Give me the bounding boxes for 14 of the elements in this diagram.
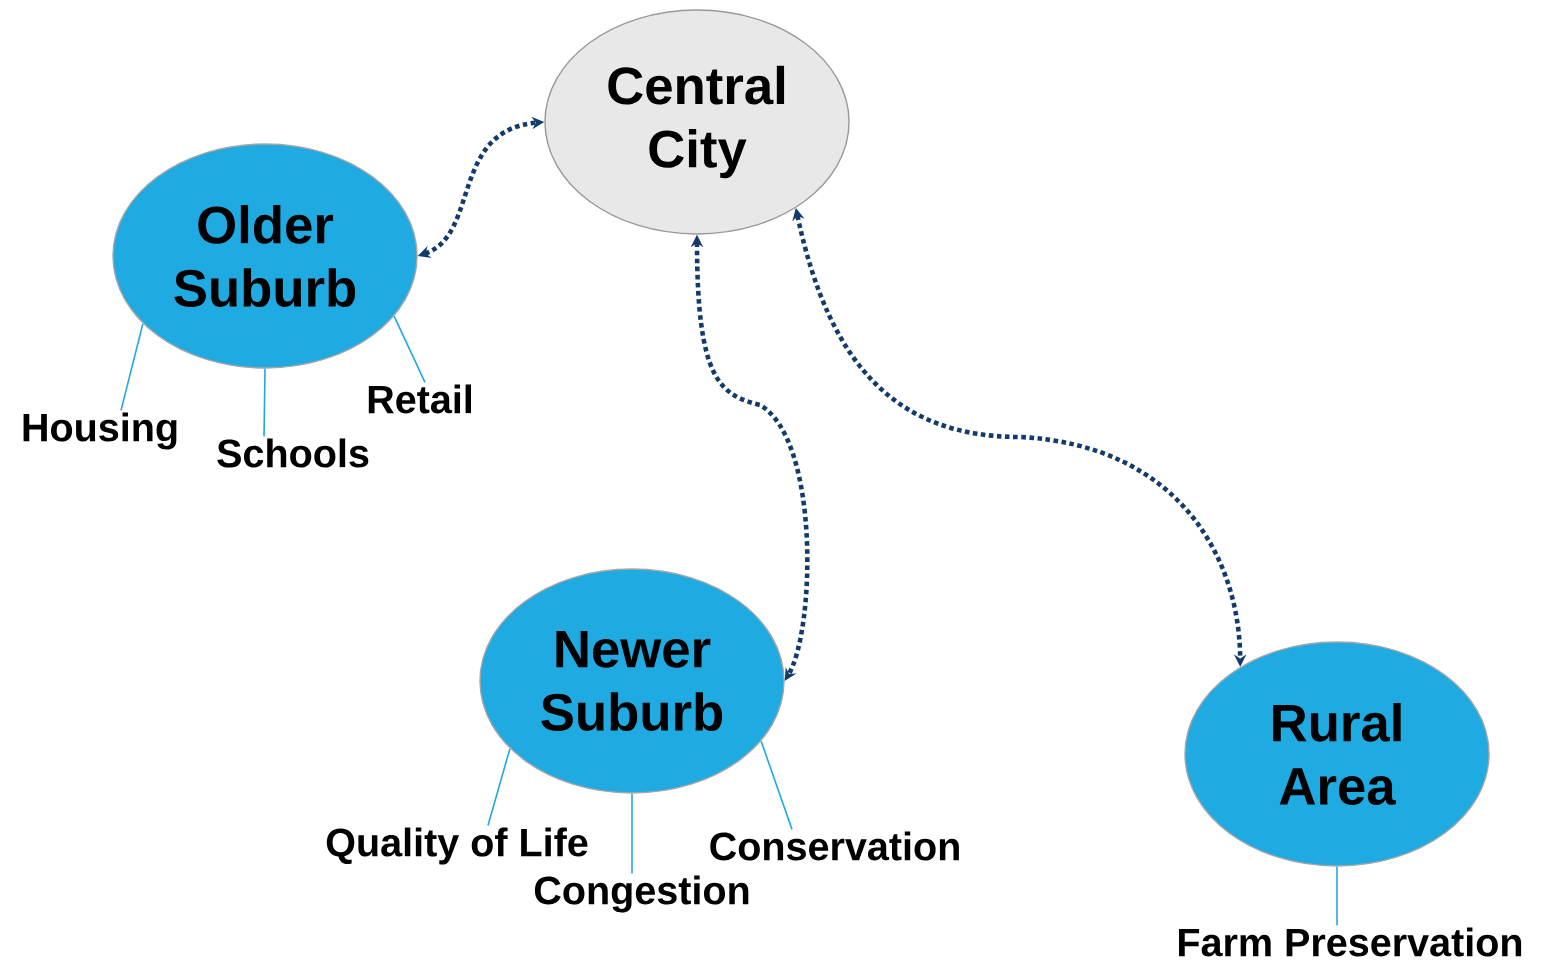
leader-line (760, 740, 793, 831)
callout-label: Retail (368, 384, 472, 414)
leader-line (631, 792, 633, 875)
callout-label: Housing (23, 412, 177, 450)
leader-line (487, 747, 511, 827)
leader-line (263, 367, 266, 438)
callout-label: Congestion (534, 875, 749, 913)
leader-line (120, 322, 144, 412)
callout-label: Conservation (710, 831, 959, 861)
callout-label: Farm Preservation (1179, 927, 1522, 957)
callout-label: Quality of Life (326, 827, 588, 865)
leader-line (1336, 865, 1338, 927)
callout-label: Schools (217, 438, 369, 468)
leader-line (393, 315, 426, 384)
